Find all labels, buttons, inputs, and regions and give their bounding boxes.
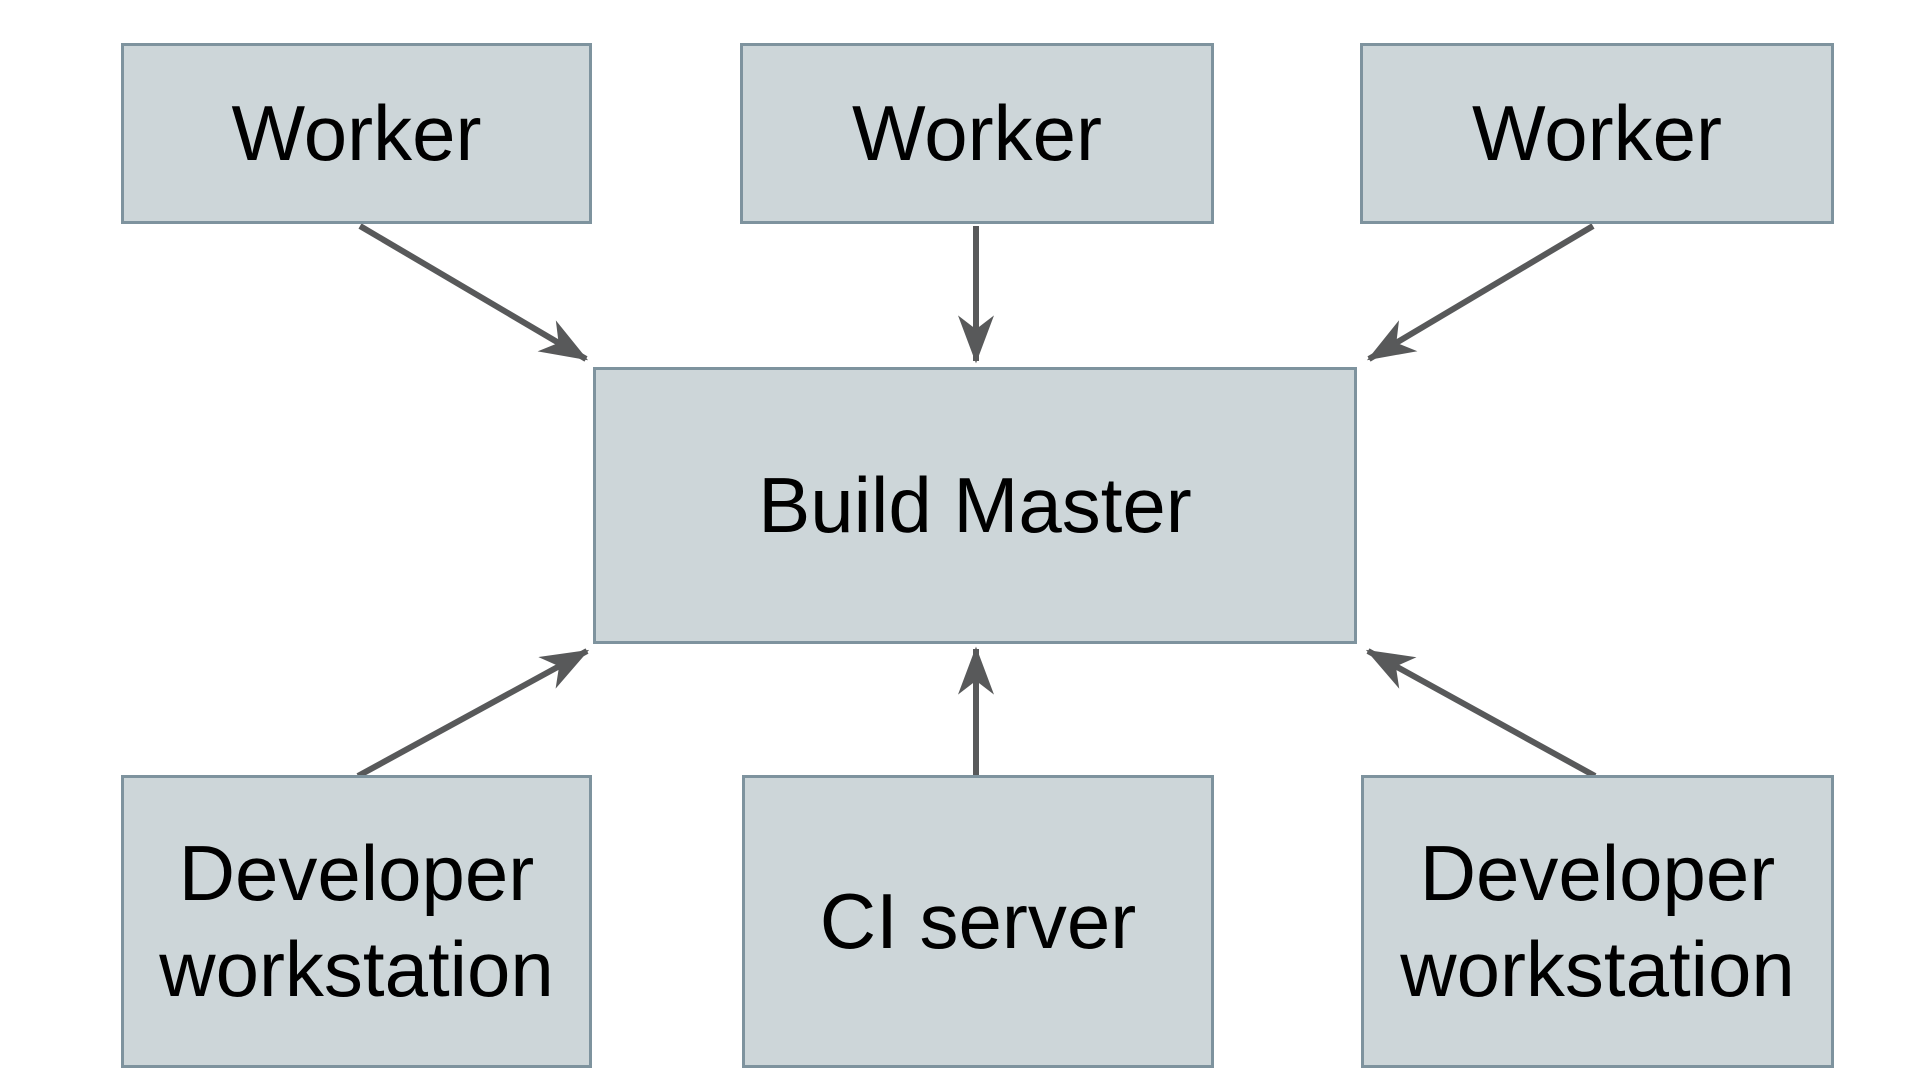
arrow-devleft-to-buildmaster bbox=[356, 648, 590, 779]
node-ci-server: CI server bbox=[742, 775, 1214, 1068]
node-worker-2: Worker bbox=[740, 43, 1214, 224]
node-developer-workstation-right: Developer workstation bbox=[1361, 775, 1834, 1068]
node-worker-1-label: Worker bbox=[231, 88, 482, 177]
node-developer-workstation-left: Developer workstation bbox=[121, 775, 592, 1068]
arrow-devright-to-buildmaster bbox=[1365, 648, 1597, 779]
node-build-master-label: Build Master bbox=[758, 460, 1192, 549]
node-build-master: Build Master bbox=[593, 367, 1357, 644]
node-ci-server-label: CI server bbox=[819, 876, 1137, 965]
arrow-worker1-to-buildmaster bbox=[358, 223, 589, 362]
arrow-worker3-to-buildmaster bbox=[1366, 223, 1595, 362]
node-worker-3-label: Worker bbox=[1472, 88, 1722, 177]
node-worker-2-label: Worker bbox=[852, 88, 1102, 177]
node-worker-1: Worker bbox=[121, 43, 592, 224]
node-dev-right-label: Developer workstation bbox=[1400, 829, 1795, 1013]
node-dev-left-label: Developer workstation bbox=[159, 829, 554, 1013]
node-worker-3: Worker bbox=[1360, 43, 1834, 224]
